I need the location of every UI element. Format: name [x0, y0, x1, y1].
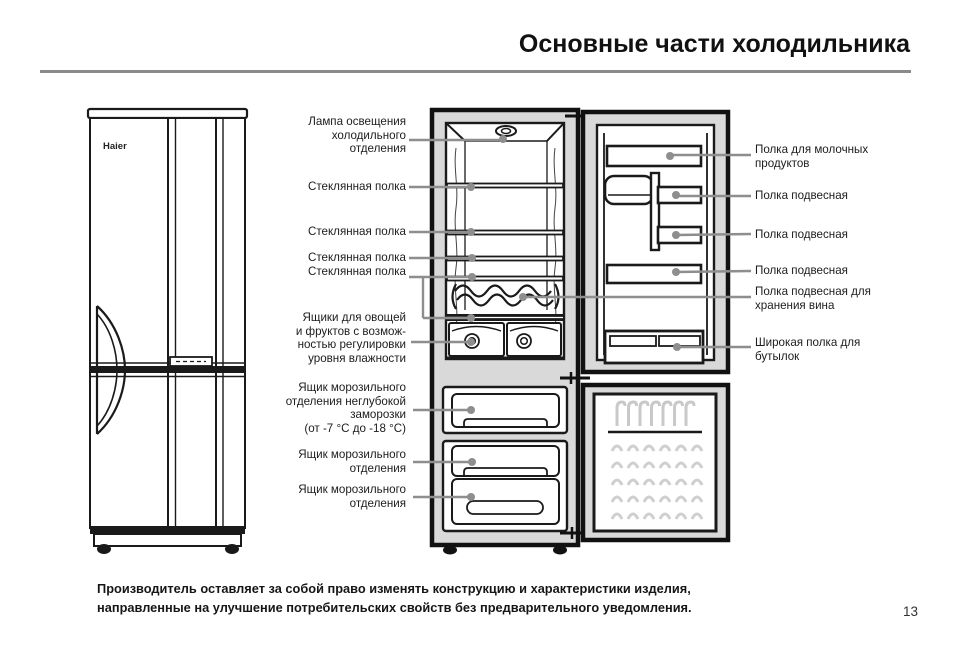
freezer-door-drawing	[580, 382, 731, 543]
fridge-top-cap	[86, 107, 249, 120]
fridge-front-drawing: Haier	[86, 107, 249, 554]
callout-glass-shelf-2: Стеклянная полка	[307, 225, 406, 238]
drawer-recess	[463, 467, 548, 476]
leader-line	[675, 232, 752, 237]
humidity-knob	[516, 333, 532, 349]
leader-line	[675, 269, 752, 274]
foot	[443, 545, 457, 555]
callout-milk-shelf: Полка для молочных продуктов	[755, 143, 869, 170]
perspective-line	[546, 122, 565, 142]
glass-shelf	[446, 182, 564, 189]
callout-hang-shelf-1: Полка подвесная	[755, 189, 848, 202]
leader-dot	[672, 268, 680, 276]
lamp-icon-inner	[500, 127, 512, 135]
door-interior-drawing	[580, 109, 731, 375]
perspective-line	[445, 122, 466, 142]
leader-dot	[467, 493, 475, 501]
divider-band	[90, 366, 245, 373]
leader-dot	[467, 338, 475, 346]
leader-dot	[468, 273, 476, 281]
foot	[553, 545, 567, 555]
callout-bottle-shelf: Широкая полка для бутылок	[755, 336, 861, 363]
liner-dimple-pattern	[610, 444, 704, 520]
leader-dot	[467, 183, 475, 191]
callout-glass-shelf-1: Стеклянная полка	[307, 180, 406, 193]
leader-dot	[672, 231, 680, 239]
callout-hang-shelf-2: Полка подвесная	[755, 228, 848, 241]
foot	[97, 544, 111, 554]
page-number: 13	[903, 604, 919, 619]
page-title: Основные части холодильника	[518, 30, 910, 58]
callout-glass-shelf-3: Стеклянная полка	[307, 251, 406, 264]
lamp-icon	[495, 125, 517, 137]
base-band	[90, 526, 245, 534]
foot	[225, 544, 239, 554]
callout-hang-shelf-3: Полка подвесная	[755, 264, 848, 277]
humidity-knob	[519, 336, 529, 346]
leader-lines	[409, 135, 752, 501]
door-handle	[95, 305, 127, 435]
seal-wave	[454, 147, 458, 329]
leader-dot	[519, 293, 527, 301]
drawer-handle	[466, 500, 544, 515]
callout-lamp: Лампа освещения холодильного отделения	[308, 115, 406, 156]
leader-dot	[672, 191, 680, 199]
callout-freezer-drawer-1: Ящик морозильного отделения неглубокой з…	[285, 381, 406, 435]
leader-dot	[468, 254, 476, 262]
callout-freezer-drawer-2: Ящик морозильного отделения	[298, 448, 406, 475]
base	[93, 533, 242, 547]
leader-dot	[467, 228, 475, 236]
leader-dot	[467, 406, 475, 414]
wine-rack	[451, 283, 560, 310]
leader-dot	[666, 152, 674, 160]
liner-ridge-pattern	[615, 400, 696, 426]
bottle-shelf-lip	[609, 335, 657, 347]
fridge-interior-drawing	[429, 107, 593, 555]
hanging-shelf-wide	[605, 263, 703, 285]
title-rule	[40, 70, 911, 73]
shelf-rail	[649, 171, 661, 252]
leader-dot	[673, 343, 681, 351]
hinge-marks	[560, 110, 593, 539]
footer-disclaimer: Производитель оставляет за собой право и…	[97, 581, 692, 615]
callout-veggie-drawers: Ящики для овощей и фруктов с возмож- нос…	[295, 311, 406, 365]
leader-dot	[499, 135, 507, 143]
brand-logo: Haier	[103, 141, 127, 152]
drawer-recess	[463, 418, 548, 427]
leader-dot	[467, 314, 475, 322]
callout-wine-shelf: Полка подвесная для хранения вина	[755, 285, 871, 312]
vegetable-drawers	[448, 322, 562, 357]
glass-shelf	[446, 275, 564, 282]
callout-glass-shelf-4: Стеклянная полка	[307, 265, 406, 278]
leader-dot	[468, 458, 476, 466]
callout-freezer-drawer-3: Ящик морозильного отделения	[298, 483, 406, 510]
butter-box	[603, 174, 655, 206]
